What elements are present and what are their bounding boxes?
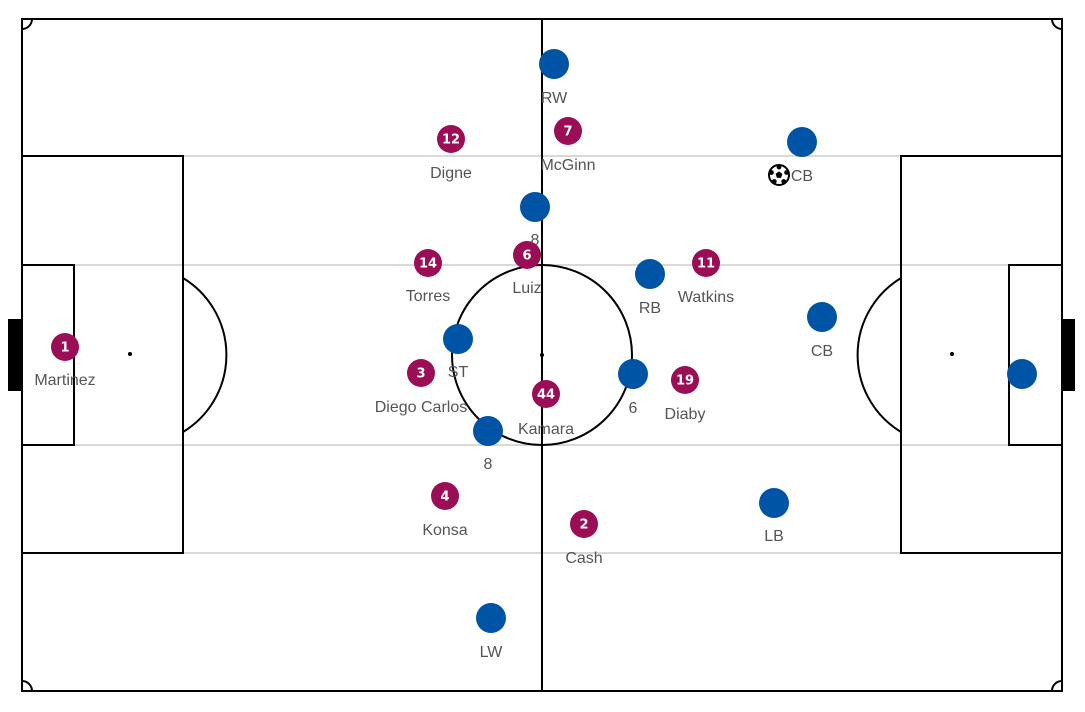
right-penalty-arc <box>856 277 902 433</box>
away-player-marker <box>443 324 473 354</box>
away-player-marker <box>1007 359 1037 389</box>
shirt-number: 6 <box>522 249 531 264</box>
home-player-name: Kamara <box>518 421 574 438</box>
left-penalty-arc <box>182 277 228 433</box>
away-player-label: ST <box>448 364 469 381</box>
left-penalty-spot <box>128 352 132 356</box>
shirt-number: 4 <box>440 490 449 505</box>
away-player-marker <box>807 302 837 332</box>
shirt-number: 12 <box>442 133 460 148</box>
away-player-st[interactable]: ST <box>443 324 473 381</box>
home-player-marker <box>554 117 582 145</box>
away-player-cb-1[interactable]: CB <box>787 127 817 185</box>
away-player-rw[interactable]: RW <box>539 49 569 107</box>
centre-spot <box>540 353 544 357</box>
shirt-number: 1 <box>60 341 69 356</box>
home-player-name: Diaby <box>665 406 706 423</box>
away-player-6[interactable]: 6 <box>618 359 648 417</box>
right-penalty-spot <box>950 352 954 356</box>
away-player-label: 8 <box>531 232 540 249</box>
shirt-number: 7 <box>563 125 572 140</box>
away-player-marker <box>539 49 569 79</box>
soccer-ball-icon <box>768 164 790 186</box>
away-player-cb-2[interactable]: CB <box>807 302 837 360</box>
home-player-marker <box>671 366 699 394</box>
away-player-marker <box>476 603 506 633</box>
away-player-marker <box>520 192 550 222</box>
centre-circle <box>451 264 633 446</box>
home-player-name: McGinn <box>540 157 595 174</box>
home-player-name: Cash <box>565 550 602 567</box>
right-goal-area <box>1008 264 1063 446</box>
home-player-marker <box>570 510 598 538</box>
away-player-label: 6 <box>629 400 638 417</box>
shirt-number: 2 <box>579 518 588 533</box>
home-player-marker <box>513 241 541 269</box>
home-player-name: Luiz <box>512 280 541 297</box>
away-player-marker <box>759 488 789 518</box>
shirt-number: 3 <box>416 367 425 382</box>
shirt-number: 11 <box>697 257 715 272</box>
ball-layer <box>768 164 790 186</box>
home-player-marker <box>431 482 459 510</box>
away-player-label: LW <box>480 644 504 661</box>
home-team: 1Martinez12Digne7McGinn14Torres6Luiz11Wa… <box>34 117 734 567</box>
away-player-8-top[interactable]: 8 <box>520 192 550 249</box>
shirt-number: 44 <box>537 388 555 403</box>
away-player-marker <box>787 127 817 157</box>
away-player-label: LB <box>764 528 784 545</box>
left-penalty-area <box>21 155 184 554</box>
away-player-gk[interactable] <box>1007 359 1037 389</box>
away-player-label: RW <box>541 90 568 107</box>
corner-arc-top-left <box>21 18 33 30</box>
home-player-marker <box>414 249 442 277</box>
right-goal <box>1062 319 1075 391</box>
away-player-rb[interactable]: RB <box>635 259 665 317</box>
away-player-marker <box>635 259 665 289</box>
home-player-marker <box>532 380 560 408</box>
corner-arc-bottom-left <box>21 680 33 692</box>
away-player-marker <box>618 359 648 389</box>
home-player-marker <box>407 359 435 387</box>
away-player-marker <box>473 416 503 446</box>
home-player-name: Martinez <box>34 372 95 389</box>
away-player-label: RB <box>639 300 661 317</box>
home-player-marker <box>692 249 720 277</box>
pitch-markings <box>8 18 1075 692</box>
corner-arc-bottom-right <box>1051 680 1063 692</box>
away-player-label: CB <box>811 343 833 360</box>
home-player-name: Watkins <box>678 289 734 306</box>
home-player-name: Torres <box>406 288 450 305</box>
home-player-name: Diego Carlos <box>375 399 467 416</box>
away-player-lw[interactable]: LW <box>476 603 506 661</box>
shirt-number: 14 <box>419 257 437 272</box>
right-penalty-area <box>900 155 1063 554</box>
away-player-8-bottom[interactable]: 8 <box>473 416 503 473</box>
away-player-label: 8 <box>484 456 493 473</box>
corner-arc-top-right <box>1051 18 1063 30</box>
away-player-label: CB <box>791 168 813 185</box>
home-player-name: Digne <box>430 165 472 182</box>
home-player-name: Konsa <box>422 522 467 539</box>
shirt-number: 19 <box>676 374 694 389</box>
home-player-marker <box>437 125 465 153</box>
away-player-lb[interactable]: LB <box>759 488 789 545</box>
left-goal <box>8 319 22 391</box>
home-player-marker <box>51 333 79 361</box>
